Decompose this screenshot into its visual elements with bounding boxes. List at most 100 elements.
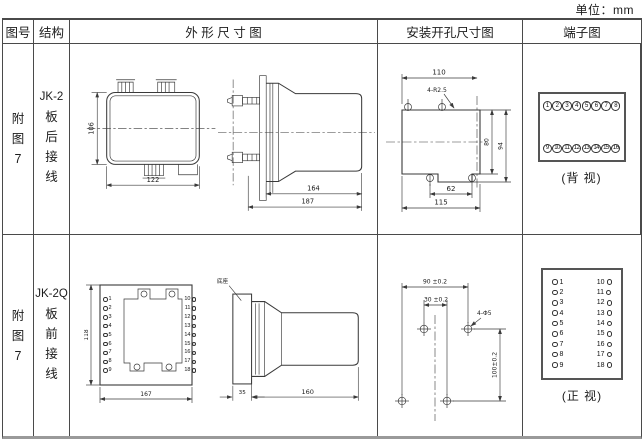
terminal-number: 17	[184, 357, 196, 366]
terminal-number: 3	[552, 299, 564, 306]
header-outline-dims: 外 形 尺 寸 图	[70, 20, 378, 44]
mount-char: 线	[45, 170, 58, 184]
fig-no-char: 附	[11, 112, 25, 126]
terminal-number: 14	[591, 143, 601, 153]
hole-label: 4-Φ5	[477, 310, 492, 317]
terminal-number: 4	[552, 310, 564, 317]
dim-label-vert-span: 100±0.2	[492, 352, 499, 378]
terminal-number: 3	[562, 101, 572, 111]
terminal-number: 6	[552, 330, 564, 337]
terminal-number: 7	[601, 101, 611, 111]
terminal-number: 9	[542, 143, 552, 153]
terminal-number: 7	[552, 341, 564, 348]
row2-side-view-drawing: 底座 35 160	[217, 277, 359, 401]
terminal-number: 16	[184, 348, 196, 357]
row2-terminal-caption: (正 视)	[561, 388, 603, 403]
dim-label-body-depth: 160	[301, 388, 314, 396]
row2-front-view-drawing: 118 167	[84, 284, 193, 403]
row1-install-drawing-cell: 110 4-R2.5 80 94 62 115	[378, 44, 523, 235]
terminal-number: 14	[184, 331, 196, 340]
dim-label-inner-span: 30 ±0.2	[424, 297, 448, 304]
dim-label-notch-width: 62	[447, 185, 456, 193]
terminal-number: 9	[552, 362, 564, 369]
terminal-number: 1	[542, 101, 552, 111]
dim-label-body-depth: 164	[307, 185, 320, 193]
mount-char: 接	[45, 150, 58, 164]
terminal-number: 2	[103, 304, 112, 313]
terminal-number: 5	[552, 320, 564, 327]
dim-label-height: 106	[87, 122, 95, 135]
base-label: 底座	[217, 277, 229, 285]
terminal-col-left: 1 2 3 4 5 6 7 8 9	[552, 279, 564, 369]
header-structure: 结构	[34, 20, 70, 44]
dim-label-height: 118	[84, 329, 90, 341]
header-terminal-diagram: 端子图	[523, 20, 641, 44]
mount-char: 线	[45, 366, 58, 381]
terminal-number: 8	[610, 101, 621, 111]
terminal-number: 12	[597, 299, 612, 306]
terminal-number: 10	[552, 143, 562, 153]
dim-label-corner-radius: 4-R2.5	[427, 87, 447, 94]
row1-structure: JK-2 板后接线	[34, 44, 70, 235]
dim-label-bottom-width: 115	[434, 199, 447, 207]
fig-no-char: 7	[14, 152, 22, 166]
terminal-number: 7	[103, 348, 112, 357]
terminal-number: 4	[103, 322, 112, 331]
terminal-number: 11	[597, 289, 612, 296]
mount-char: 接	[45, 346, 58, 361]
terminal-number: 15	[597, 330, 612, 337]
fig-no-char: 图	[11, 328, 25, 343]
dim-label-width: 122	[147, 176, 160, 184]
terminal-number: 9	[103, 366, 112, 375]
terminal-number: 4	[571, 101, 582, 111]
terminal-number: 15	[184, 340, 196, 349]
mounting-holes	[395, 322, 475, 408]
terminal-number: 16	[597, 341, 612, 348]
header-fig-no: 图号	[3, 20, 34, 44]
terminal-number: 3	[103, 313, 112, 322]
terminal-number: 12	[184, 313, 196, 322]
header-install-dims: 安装开孔尺寸图	[378, 20, 523, 44]
fig-no-char: 7	[14, 348, 22, 363]
terminal-number: 10	[597, 279, 612, 286]
terminal-number: 10	[184, 295, 196, 304]
terminal-number: 18	[597, 362, 612, 369]
terminal-number: 14	[597, 320, 612, 327]
row1-front-view-drawing: 106 122	[86, 79, 216, 189]
mount-char: 前	[45, 326, 58, 341]
row1-terminal-caption: (背 视)	[561, 171, 602, 185]
terminal-number: 16	[610, 143, 621, 153]
dim-label-top-width: 110	[432, 69, 445, 77]
terminal-number: 1	[103, 295, 112, 304]
dim-label-outer-span: 90 ±0.2	[423, 279, 447, 286]
terminal-number: 8	[103, 357, 112, 366]
mount-char: 板	[45, 306, 58, 321]
terminal-number: 6	[591, 101, 601, 111]
terminal-number: 2	[552, 101, 562, 111]
terminal-number: 1	[552, 279, 564, 286]
terminal-number: 15	[601, 143, 611, 153]
dim-label-width: 167	[140, 391, 152, 398]
row1-model: JK-2	[39, 91, 64, 103]
row1-outline-drawings: 106 122 164	[70, 44, 378, 235]
dim-label-inner-height: 80	[484, 138, 491, 146]
terminal-number: 8	[552, 351, 564, 358]
dim-label-base-depth: 35	[239, 390, 247, 396]
terminal-number: 17	[597, 351, 612, 358]
terminal-number: 2	[552, 289, 564, 296]
row2-structure: JK-2Q 板前接线	[34, 235, 70, 436]
row2-install-drawing: 90 ±0.2 30 ±0.2 4-Φ5 100±0.2	[395, 279, 506, 421]
